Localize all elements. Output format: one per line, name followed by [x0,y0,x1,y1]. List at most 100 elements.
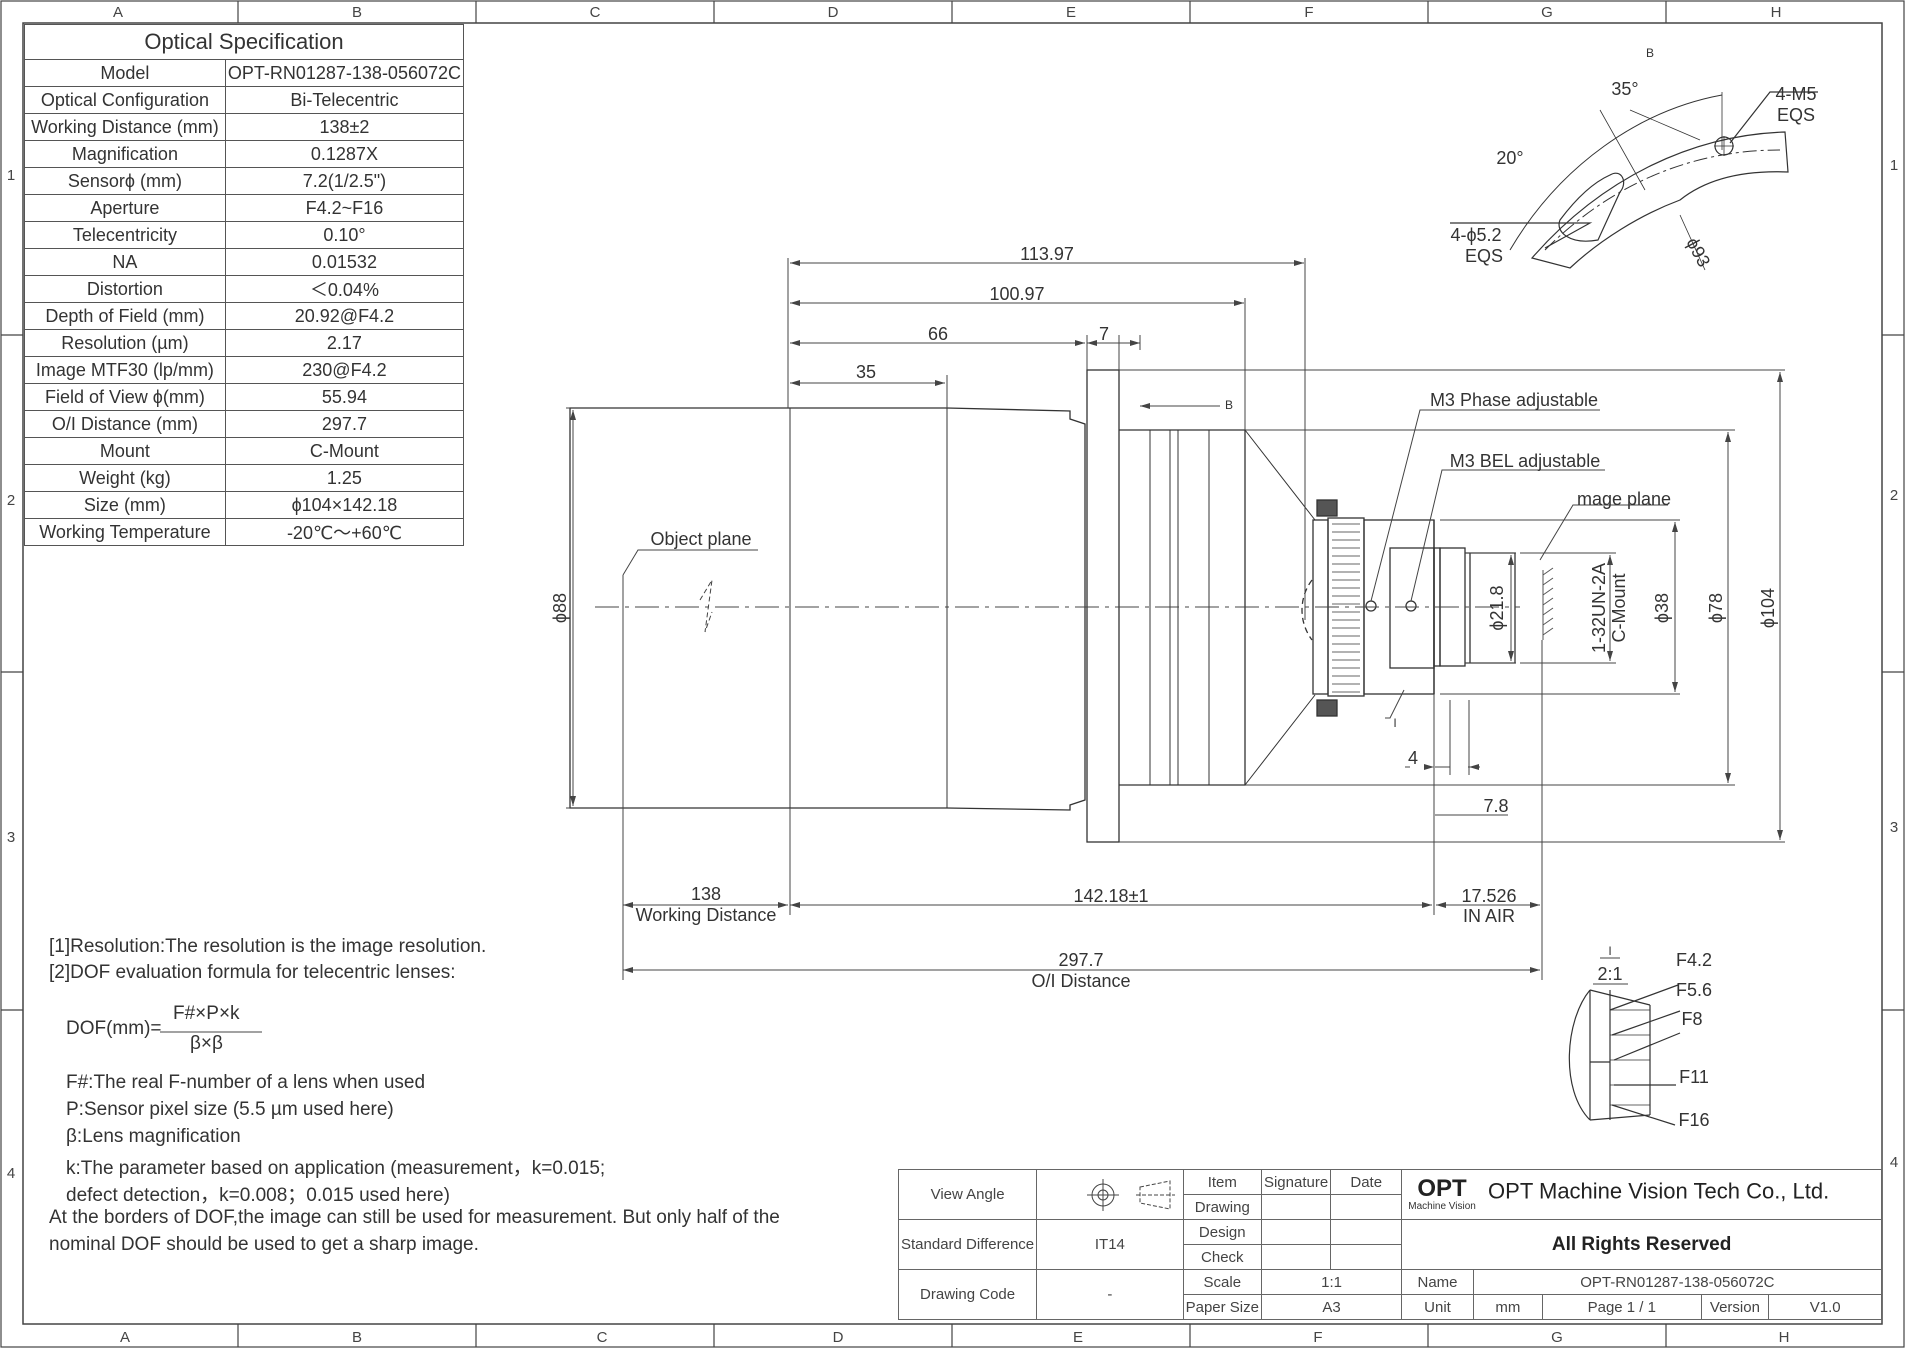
col-label-top: G [1541,4,1553,21]
spec-key: Resolution (µm) [24,329,226,357]
m3-bel-label: M3 BEL adjustable [1450,451,1600,471]
col-label-top: H [1771,4,1782,21]
m3-phase-label: M3 Phase adjustable [1430,390,1598,410]
spec-key: Working Temperature [24,518,226,546]
item-label: Item [1182,1169,1262,1195]
col-label-top: A [113,4,123,21]
dim-dia-88: ϕ88 [550,593,570,623]
m5-label: 4-M5 [1775,84,1816,104]
note-dof-formula: [2]DOF evaluation formula for telecentri… [49,962,456,983]
stop-f4-2: F4.2 [1676,950,1712,970]
oi-distance-label: O/I Distance [1031,971,1130,991]
spec-row: Working Distance (mm)138±2 [24,113,465,141]
opt-logo: OPT Machine Vision [1408,1175,1476,1213]
spec-value: 230@F4.2 [224,356,465,384]
note-dof-border-2: nominal DOF should be used to get a shar… [49,1234,479,1255]
detail-i-view [1568,984,1681,1126]
row-label-right: 1 [1890,157,1898,174]
dim-4: 4 [1408,748,1418,768]
row-label-right: 2 [1890,487,1898,504]
detail-i-marker: I [1393,716,1396,730]
stop-f8: F8 [1681,1009,1702,1029]
spec-key: Field of View ϕ(mm) [24,383,226,411]
note-magnification: β:Lens magnification [66,1126,241,1147]
spec-key: Distortion [24,275,226,303]
spec-value: F4.2~F16 [224,194,465,222]
dim-35: 35 [856,362,876,382]
rights-reserved: All Rights Reserved [1401,1219,1882,1270]
stop-f16: F16 [1678,1110,1709,1130]
view-b-arrow-label: B [1225,398,1233,412]
angle-20: 20° [1496,148,1523,168]
detail-i-scale: 2:1 [1597,964,1622,984]
dim-100-97: 100.97 [989,284,1044,304]
dim-66: 66 [928,324,948,344]
spec-value: 20.92@F4.2 [224,302,465,330]
spec-value: 0.1287X [224,140,465,168]
working-distance-label: Working Distance [636,905,777,925]
spec-value: C-Mount [224,437,465,465]
spec-value: 7.2(1/2.5") [224,167,465,195]
thread-mount: C-Mount [1609,573,1629,642]
dim-142-18: 142.18±1 [1074,886,1149,906]
date-label: Date [1330,1169,1403,1195]
dim-7: 7 [1099,324,1109,344]
phase-screw [1365,600,1377,612]
col-label-top: B [352,4,362,21]
spec-title: Optical Specification [24,24,464,60]
m5-eqs-label: EQS [1777,105,1815,125]
spec-key: Telecentricity [24,221,226,249]
dim-138: 138 [691,884,721,904]
spec-key: Model [24,59,226,87]
standard-difference-label: Standard Difference [897,1219,1038,1270]
dim-dia-78: ϕ78 [1706,593,1726,623]
hole-52-label: 4-ϕ5.2 [1450,225,1501,245]
spec-value: ＜0.04% [224,275,465,303]
spec-value: OPT-RN01287-138-056072C [224,59,465,87]
drawing-signature [1260,1194,1332,1220]
unit-label: Unit [1401,1294,1474,1320]
dim-297-7: 297.7 [1058,950,1103,970]
image-plane-label: mage plane [1577,489,1671,509]
stop-f11: F11 [1679,1067,1709,1087]
dof-prefix: DOF(mm)= [66,1018,162,1039]
spec-value: 2.17 [224,329,465,357]
spec-key: Weight (kg) [24,464,226,492]
spec-key: Size (mm) [24,491,226,519]
check-signature [1260,1244,1332,1270]
row-label-left: 2 [7,492,15,509]
view-b-detail [1450,91,1818,271]
row-label-right: 4 [1890,1154,1898,1171]
unit-value: mm [1472,1294,1544,1320]
spec-key: Sensorϕ (mm) [24,167,226,195]
col-label-bottom: E [1073,1329,1083,1346]
bel-screw [1405,600,1417,612]
detail-i-label: I [1608,944,1611,958]
col-label-top: D [828,4,839,21]
spec-row: Working Temperature-20℃～+60℃ [24,518,465,546]
title-block: View Angle Item Signature Date OPT Machi… [897,1169,1883,1320]
row-label-right: 3 [1890,819,1898,836]
design-signature [1260,1219,1332,1245]
version-value: V1.0 [1768,1294,1882,1320]
name-value: OPT-RN01287-138-056072C [1472,1269,1883,1295]
spec-row: Weight (kg)1.25 [24,464,465,492]
paper-size-label: Paper Size [1182,1294,1262,1320]
note-f-number: F#:The real F-number of a lens when used [66,1072,426,1093]
check-label: Check [1182,1244,1262,1270]
spec-key: Magnification [24,140,226,168]
angle-35: 35° [1611,79,1638,99]
dof-denominator: β×β [190,1033,223,1054]
spec-row: Size (mm)ϕ104×142.18 [24,491,465,519]
lens-side-view [569,369,1516,843]
col-label-bottom: F [1313,1329,1322,1346]
spec-row: Distortion＜0.04% [24,275,465,303]
note-pixel-size: P:Sensor pixel size (5.5 µm used here) [66,1099,394,1120]
